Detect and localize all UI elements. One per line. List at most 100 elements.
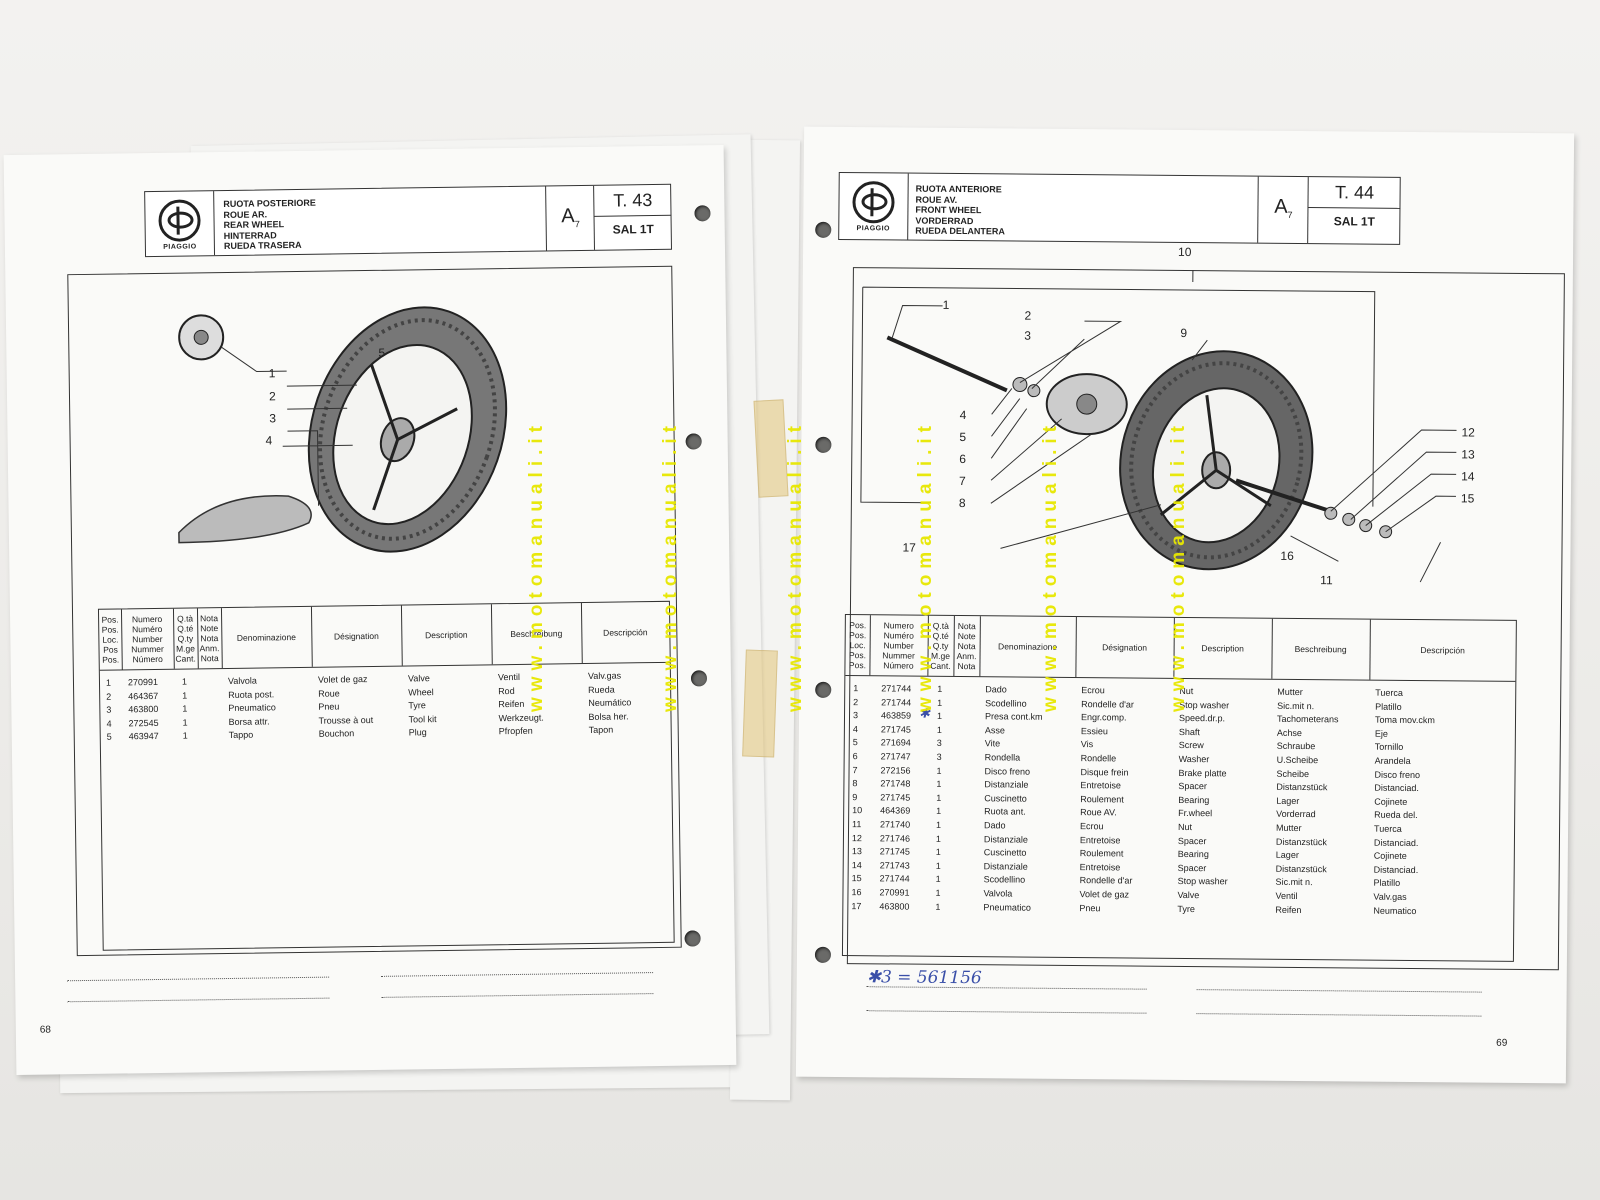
- right-cell: Cuscinetto: [984, 793, 1027, 804]
- right-cell: Tuerca: [1375, 687, 1403, 698]
- right-dotline-1: [866, 985, 1147, 990]
- right-model: SAL 1T: [1333, 214, 1375, 229]
- left-cell: Ventil: [497, 671, 521, 683]
- right-title-it: RUOTA ANTERIORE: [915, 183, 1002, 195]
- right-cell: Entretoise: [1079, 834, 1121, 845]
- right-cell: 271745: [880, 792, 911, 803]
- right-title-es: RUEDA DELANTERA: [915, 225, 1005, 237]
- right-cell: Rondelle d'ar: [1079, 875, 1133, 886]
- left-header-box: PIAGGIO RUOTA POSTERIORE ROUE AR. REAR W…: [144, 183, 672, 258]
- right-cell: Distanciad.: [1374, 782, 1419, 794]
- front-diagram-bracket: [860, 270, 1376, 507]
- left-h-description: Description: [400, 604, 493, 666]
- left-cell: Rueda: [588, 684, 615, 695]
- right-cell: Cojinete: [1373, 850, 1407, 862]
- right-cell: Valvola: [983, 888, 1013, 899]
- right-callout-9: 9: [1180, 325, 1188, 341]
- right-h-pos: Pos. Pos. Loc. Pos. Pos.: [845, 615, 871, 676]
- right-cell: Screw: [1178, 740, 1204, 751]
- right-cell: 2: [853, 696, 859, 707]
- right-dotline-4: [1196, 1012, 1482, 1017]
- right-callout-7: 7: [959, 474, 966, 489]
- right-cell: Distanciad.: [1373, 837, 1419, 848]
- right-cell: 1: [936, 792, 942, 803]
- left-cell: 2: [106, 691, 112, 702]
- right-cell: 271744: [881, 683, 912, 694]
- right-cell: Volet de gaz: [1079, 888, 1130, 900]
- right-h-designation: Désignation: [1075, 617, 1175, 678]
- right-cell: 1: [935, 846, 941, 858]
- watermark-1: www.motomanuali.it: [526, 420, 547, 713]
- right-cell: 16: [851, 887, 862, 898]
- right-cell: Achse: [1276, 727, 1302, 738]
- right-cell: Toma mov.ckm: [1374, 714, 1435, 726]
- right-cell: Dado: [985, 684, 1007, 695]
- left-cell: 1: [182, 690, 188, 701]
- right-cell: Platillo: [1375, 701, 1402, 712]
- right-punch-hole-2: [815, 436, 832, 453]
- right-cell: Scodellino: [985, 697, 1027, 709]
- right-h-note: Nota Note Nota Anm. Nota: [953, 615, 981, 677]
- left-cell: Bolsa her.: [588, 711, 629, 722]
- left-callout-2: 2: [268, 389, 276, 404]
- right-cell: Spacer: [1177, 835, 1207, 846]
- right-cell: 272156: [880, 764, 911, 776]
- tape-strip-top: [753, 399, 789, 498]
- left-model: SAL 1T: [612, 222, 654, 237]
- right-table-number: T. 44: [1308, 177, 1401, 209]
- right-cell: Rondella: [984, 752, 1021, 763]
- left-cell: Volet de gaz: [317, 674, 368, 685]
- right-cell: Nut: [1178, 821, 1193, 833]
- right-cell: 1: [935, 860, 941, 871]
- right-cell: 271746: [879, 832, 911, 844]
- left-cell: Tapon: [588, 724, 614, 736]
- right-cell: Ventil: [1275, 890, 1298, 901]
- left-cell: Valve: [407, 673, 430, 684]
- left-cell: 1: [182, 717, 188, 728]
- right-cell: 271694: [880, 737, 911, 748]
- right-callout-4: 4: [959, 408, 967, 423]
- right-cell: Cojinete: [1374, 796, 1408, 807]
- right-cell: 1: [936, 765, 942, 776]
- right-logo: PIAGGIO: [839, 172, 909, 240]
- piaggio-logo-icon: [158, 199, 201, 242]
- right-cell: Roulement: [1079, 848, 1124, 859]
- right-cell: 3: [936, 738, 942, 749]
- left-cell: Pneumatico: [228, 702, 276, 714]
- left-cell: 1: [182, 730, 188, 742]
- right-header-box: PIAGGIO RUOTA ANTERIORE ROUE AV. FRONT W…: [838, 171, 1401, 245]
- right-cell: Eje: [1374, 728, 1388, 739]
- right-callout-5: 5: [959, 430, 967, 445]
- right-cell: Distanziale: [983, 833, 1029, 845]
- right-cell: Distanzstück: [1276, 781, 1328, 793]
- left-cell: 1: [182, 703, 188, 714]
- rear-leader-lines: [221, 346, 357, 506]
- right-cell: Fr.wheel: [1178, 808, 1213, 819]
- right-cell: 11: [852, 819, 862, 830]
- right-callout-14: 14: [1461, 469, 1475, 484]
- left-cell: Tyre: [408, 700, 426, 711]
- right-callout-8: 8: [958, 496, 966, 511]
- right-cell: 1: [935, 887, 941, 898]
- right-cell: 13: [851, 846, 862, 857]
- right-cell: Tachometerans: [1276, 713, 1339, 725]
- right-cell: 17: [851, 900, 862, 911]
- left-h-note: Nota Note Nota Anm. Nota: [196, 608, 223, 669]
- right-cell: Distanzstück: [1275, 863, 1327, 874]
- rear-spokes: [370, 364, 458, 511]
- left-cell: 270991: [127, 676, 159, 688]
- left-cell: Bouchon: [318, 728, 355, 740]
- right-callout-1: 1: [942, 297, 950, 312]
- right-punch-hole-4: [814, 946, 832, 963]
- left-cell: Plug: [408, 727, 427, 738]
- right-cell: Engr.comp.: [1080, 712, 1127, 723]
- right-cell: Valv.gas: [1373, 891, 1407, 902]
- left-punch-hole-2: [685, 433, 702, 450]
- right-cell: Distanzstück: [1275, 836, 1328, 847]
- right-cell: Lager: [1276, 795, 1300, 806]
- right-cell: 14: [851, 859, 862, 870]
- left-cell: Werkzeugt.: [498, 712, 544, 723]
- spacer-ring-3: [1027, 384, 1041, 398]
- left-callout-5: 5: [378, 345, 386, 360]
- left-cell: 464367: [128, 690, 159, 701]
